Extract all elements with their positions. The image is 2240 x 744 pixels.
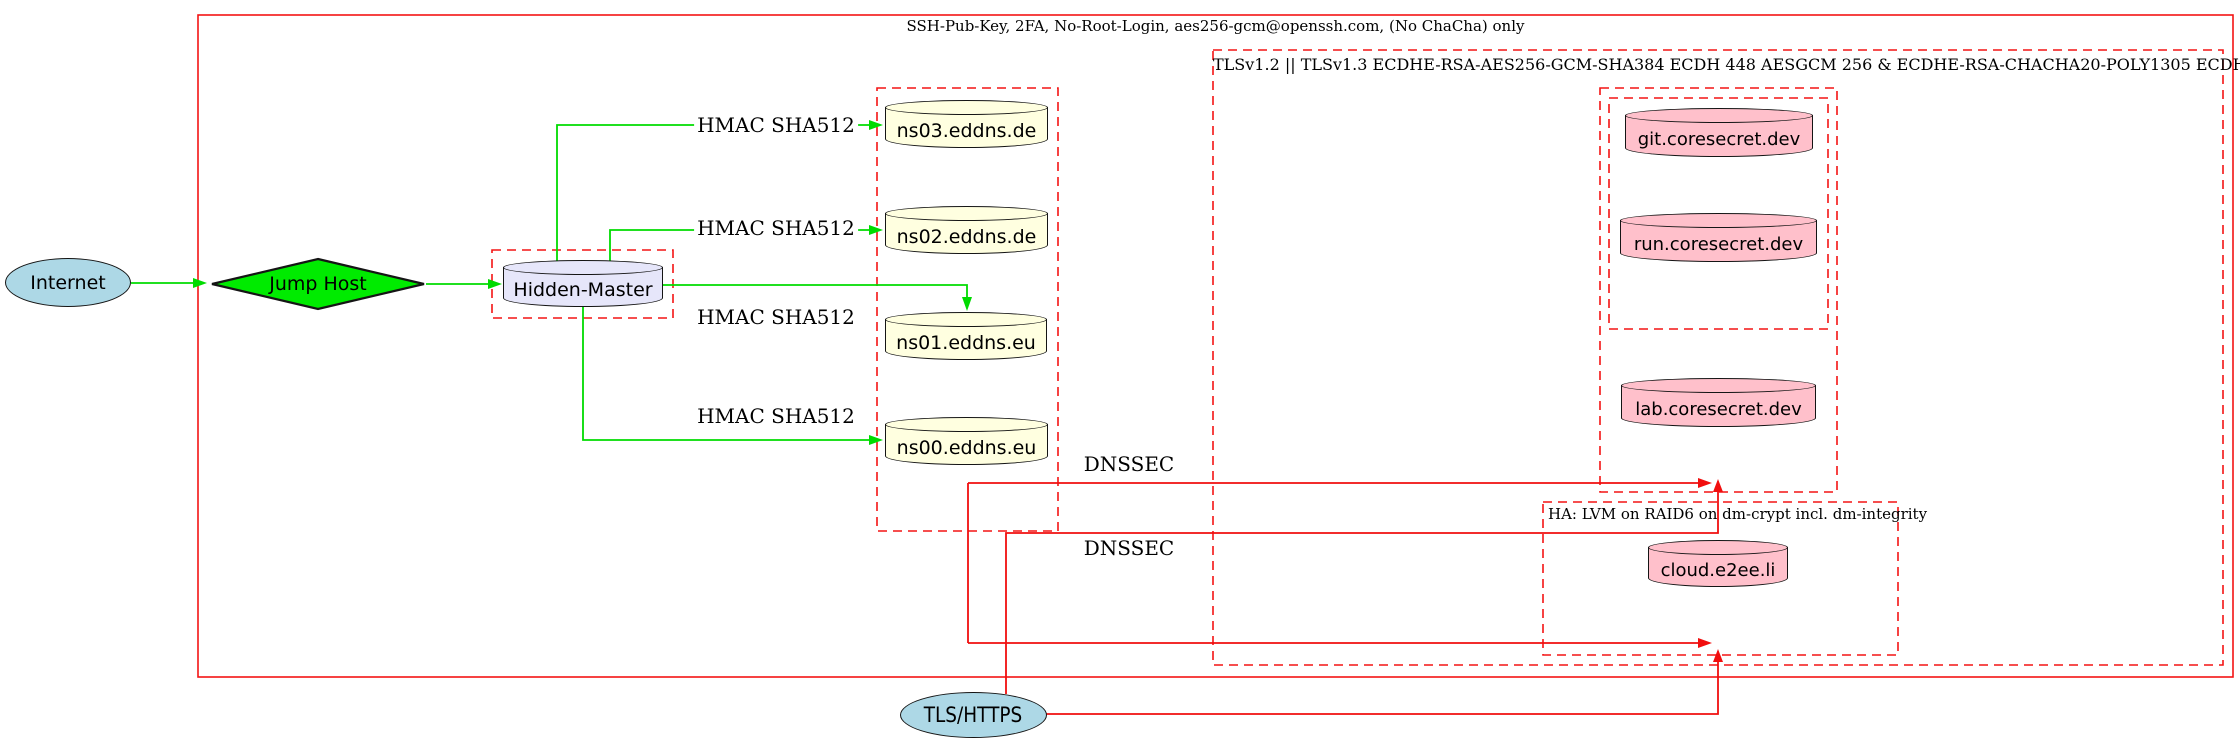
edge-label-hmac-ns03: HMAC SHA512 — [694, 113, 858, 137]
arrowhead-ns01 — [962, 297, 972, 311]
edge-label-hmac-ns02: HMAC SHA512 — [694, 216, 858, 240]
node-lab: lab.coresecret.dev — [1621, 378, 1816, 427]
edge-hiddenmaster-ns01 — [663, 284, 968, 298]
edge-label-hmac-ns01: HMAC SHA512 — [694, 305, 858, 329]
cylinder-top — [885, 100, 1048, 115]
ssh-cluster-box — [197, 14, 2234, 678]
arrowhead-ns02 — [869, 225, 883, 235]
node-run: run.coresecret.dev — [1620, 213, 1817, 262]
edge-label-hmac-ns00: HMAC SHA512 — [694, 404, 858, 428]
cylinder-top — [1620, 213, 1817, 228]
cylinder-top — [1648, 540, 1788, 555]
cylinder-top — [503, 260, 663, 275]
diamond-shape — [211, 257, 425, 311]
arrowhead-ns03 — [869, 120, 883, 130]
ssh-cluster-title: SSH-Pub-Key, 2FA, No-Root-Login, aes256-… — [906, 17, 1525, 35]
edge-hiddenmaster-ns03 — [556, 124, 870, 261]
node-tls-https-label: TLS/HTTPS — [924, 703, 1023, 727]
arrowhead-jumphost-hiddenmaster — [488, 279, 502, 289]
node-lab-label: lab.coresecret.dev — [1635, 398, 1802, 420]
edge-tlshttps-lab — [1005, 492, 1719, 694]
node-hidden-master-label: Hidden-Master — [513, 279, 653, 301]
eddns-cluster-box — [876, 87, 1059, 532]
cylinder-top — [1625, 108, 1813, 123]
arrowhead-ns00 — [869, 435, 883, 445]
cylinder-top — [885, 206, 1048, 221]
node-ns02: ns02.eddns.de — [885, 206, 1048, 254]
node-hidden-master: Hidden-Master — [503, 260, 663, 307]
coresecret-outer-cluster-box — [1599, 87, 1838, 493]
edge-label-dnssec-2: DNSSEC — [1080, 536, 1178, 560]
node-cloud-label: cloud.e2ee.li — [1660, 559, 1776, 581]
node-jump-host-label: Jump Host — [269, 273, 367, 295]
node-cloud: cloud.e2ee.li — [1648, 540, 1788, 587]
cylinder-top — [1621, 378, 1816, 393]
tls-cluster-title: TLSv1.2 || TLSv1.3 ECDHE-RSA-AES256-GCM-… — [1213, 55, 2240, 74]
node-jump-host: Jump Host — [210, 257, 426, 311]
arrowhead-dnssec-ha — [1698, 638, 1712, 648]
edge-hiddenmaster-ns00 — [582, 306, 870, 441]
arrowhead-internet-jumphost — [193, 278, 207, 288]
edge-tlshttps-ha — [1045, 662, 1719, 715]
arrowhead-tlshttps-lab — [1713, 479, 1723, 492]
node-ns01-label: ns01.eddns.eu — [896, 331, 1036, 354]
ha-cluster-title: HA: LVM on RAID6 on dm-crypt incl. dm-in… — [1548, 505, 1928, 523]
node-tls-https: TLS/HTTPS — [900, 692, 1047, 738]
node-ns00: ns00.eddns.eu — [885, 417, 1048, 465]
node-internet: Internet — [5, 258, 131, 307]
cylinder-top — [885, 312, 1047, 327]
arrowhead-dnssec-lab — [1698, 478, 1712, 488]
coresecret-inner-cluster-box — [1608, 97, 1829, 330]
node-internet-label: Internet — [30, 271, 106, 294]
hidden-master-cluster-box — [491, 249, 674, 319]
node-run-label: run.coresecret.dev — [1633, 233, 1804, 255]
node-ns02-label: ns02.eddns.de — [896, 225, 1037, 248]
node-ns03-label: ns03.eddns.de — [896, 119, 1037, 142]
node-ns03: ns03.eddns.de — [885, 100, 1048, 148]
arrowhead-tlshttps-ha — [1713, 649, 1723, 662]
node-git-label: git.coresecret.dev — [1637, 128, 1801, 150]
edge-label-dnssec-1: DNSSEC — [1080, 452, 1178, 476]
cylinder-top — [885, 417, 1048, 432]
node-ns01: ns01.eddns.eu — [885, 312, 1047, 360]
node-git: git.coresecret.dev — [1625, 108, 1813, 157]
node-ns00-label: ns00.eddns.eu — [896, 436, 1037, 459]
